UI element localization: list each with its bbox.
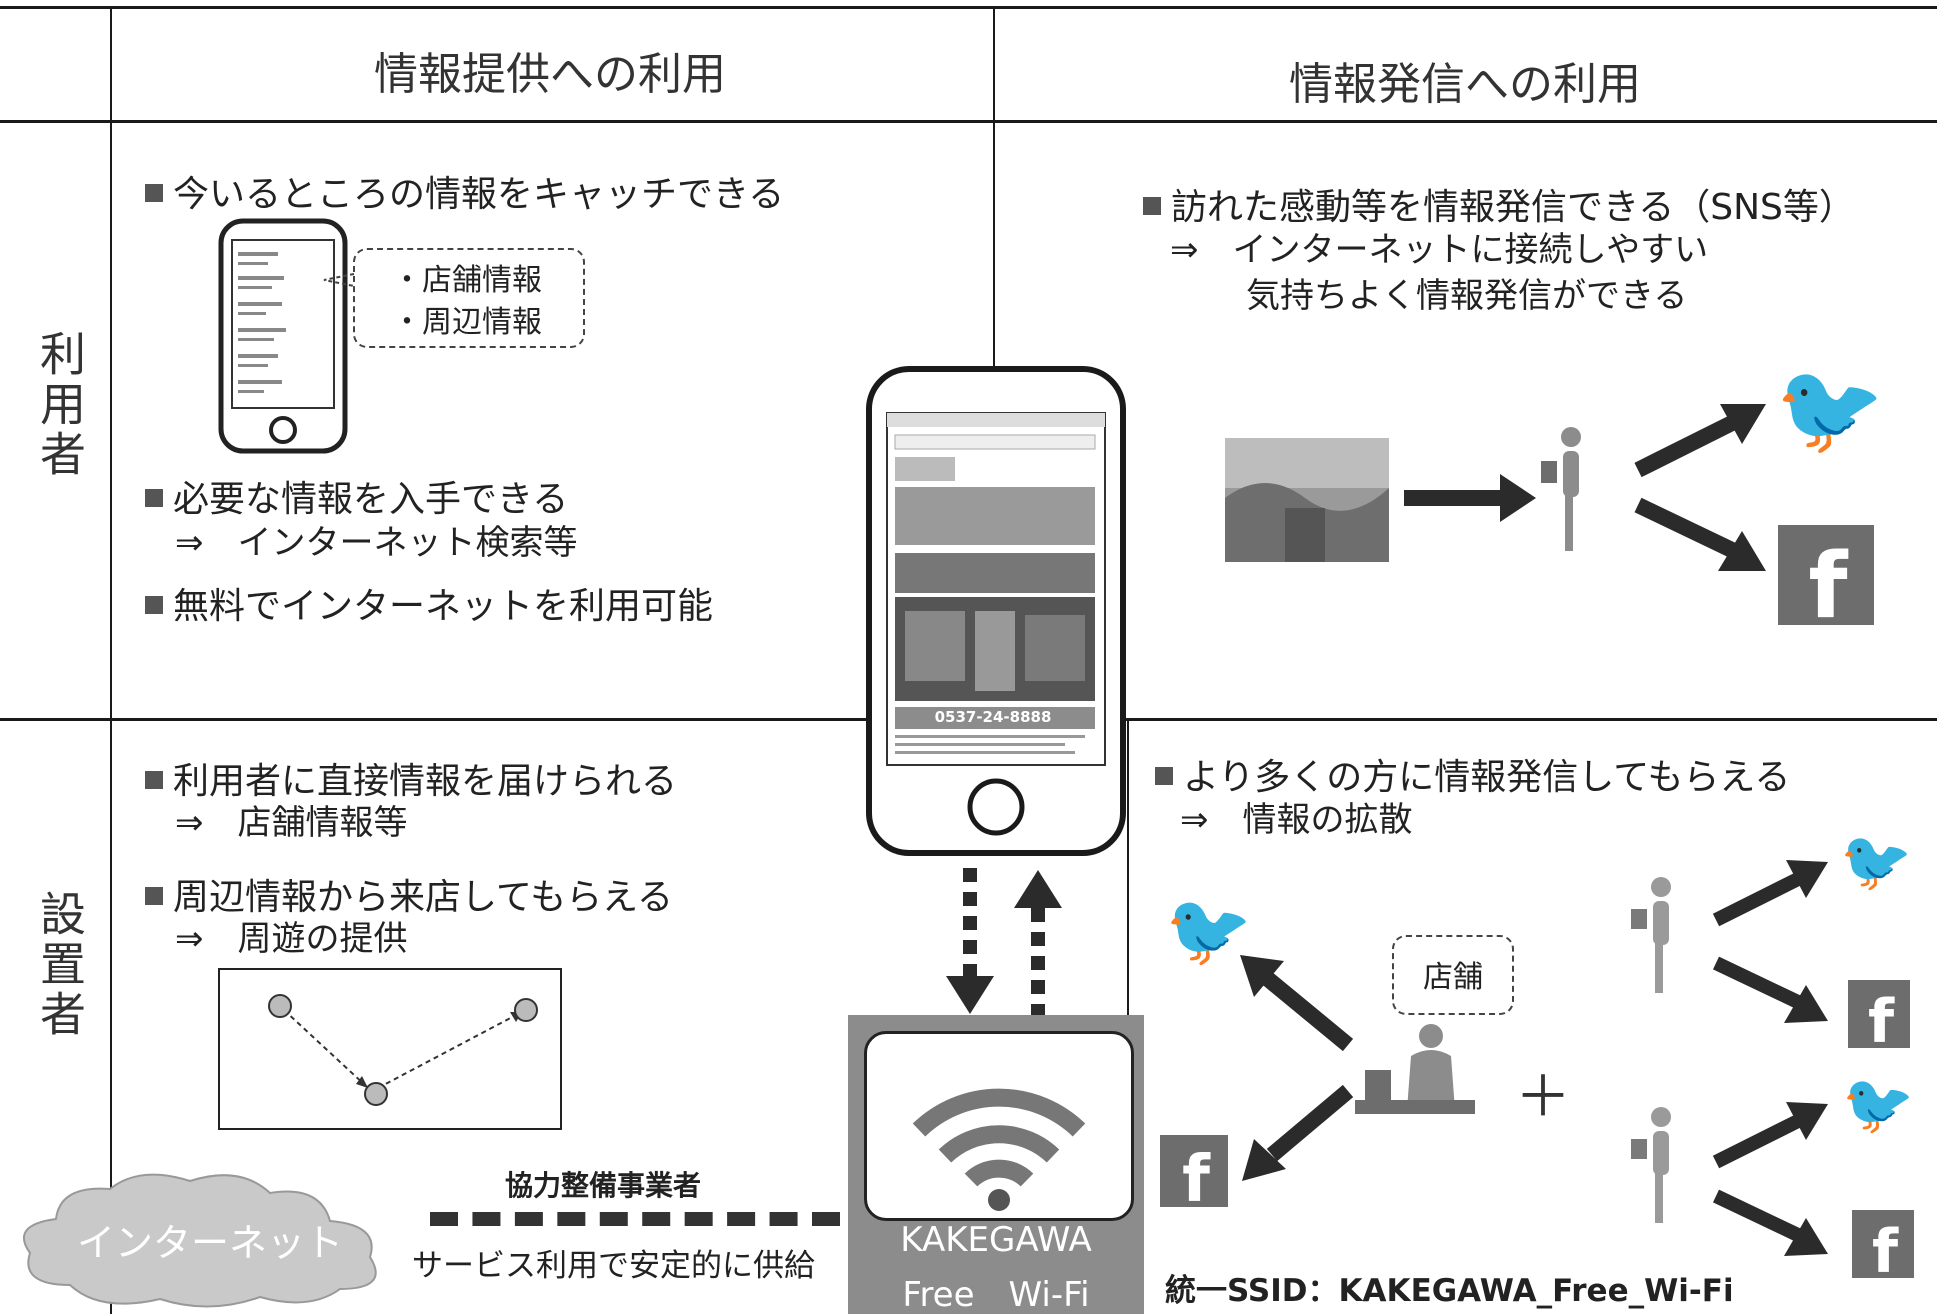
installer-send-item1: より多くの方に情報発信してもらえる <box>1155 748 1790 800</box>
wifi-icon <box>912 1088 1086 1211</box>
row-label-user-text: 利用者 <box>33 330 87 480</box>
arrow-user-to-facebook <box>1634 497 1766 571</box>
dashed-supply-line <box>430 1212 840 1226</box>
user-provide-item3: 無料でインターネットを利用可能 <box>145 577 713 629</box>
tour-route-diagram <box>218 968 562 1130</box>
user-provide-item2-text: 必要な情報を入手できる <box>173 479 569 520</box>
installer-send-item1-sub: ⇒ 情報の拡散 <box>1180 800 1413 840</box>
wifi-sign: KAKEGAWA Free Wi-Fi <box>848 1015 1144 1315</box>
arrow-visitor2-to-twitter <box>1712 1102 1828 1169</box>
user-send-item1-sub2: 気持ちよく情報発信ができる <box>1246 276 1688 316</box>
arrow-visitor1-to-twitter <box>1712 860 1828 927</box>
header-divider <box>0 120 1937 123</box>
column-divider <box>993 6 995 366</box>
user-send-item1: 訪れた感動等を情報発信できる（SNS等） <box>1143 178 1855 230</box>
installer-send-item1-text: より多くの方に情報発信してもらえる <box>1183 757 1791 798</box>
installer-provide-item2-sub: ⇒ 周遊の提供 <box>175 919 408 959</box>
row-label-installer-text: 設置者 <box>33 890 87 1040</box>
arrow-store-to-twitter <box>1240 955 1354 1052</box>
cloud-label: インターネット <box>76 1221 343 1265</box>
facebook-icon: f <box>1778 525 1874 625</box>
svg-text:f: f <box>1868 987 1895 1048</box>
visitor-icon-1 <box>1631 877 1671 993</box>
plus-sign: ＋ <box>1515 1065 1571 1130</box>
header-send: 情報発信への利用 <box>1289 59 1641 110</box>
scenery-photo <box>1225 438 1389 562</box>
info-bubble <box>353 248 585 348</box>
small-phone-illustration <box>218 218 348 454</box>
twitter-icon-visitor1: 🐦 <box>1840 827 1913 895</box>
bubble-line-store: ・店舗情報 <box>392 263 542 298</box>
wifi-panel <box>864 1031 1134 1221</box>
installer-provide-item1: 利用者に直接情報を届けられる <box>145 752 677 804</box>
internet-cloud <box>23 1173 377 1308</box>
installer-provide-item2-text: 周辺情報から来店してもらえる <box>173 877 674 918</box>
top-border <box>0 6 1937 9</box>
store-bubble <box>1392 935 1514 1015</box>
twitter-icon-store: 🐦 <box>1165 889 1253 971</box>
installer-provide-item1-sub: ⇒ 店舗情報等 <box>175 803 408 843</box>
main-phone-illustration <box>866 366 1126 856</box>
user-provide-item2-sub: ⇒ インターネット検索等 <box>175 523 578 563</box>
dashed-arrow-up <box>1014 870 1062 1016</box>
user-provide-item1-text: 今いるところの情報をキャッチできる <box>173 174 785 215</box>
twitter-icon-visitor2: 🐦 <box>1842 1070 1915 1138</box>
phone-screen-number: 0537-24-8888 <box>934 708 1052 726</box>
user-provide-item1: 今いるところの情報をキャッチできる <box>145 165 784 217</box>
supply-label: サービス利用で安定的に供給 <box>412 1248 815 1284</box>
header-provide: 情報提供への利用 <box>374 49 726 100</box>
svg-text:f: f <box>1872 1217 1899 1278</box>
label-column-divider <box>110 6 112 1314</box>
arrow-visitor2-to-facebook <box>1712 1189 1828 1256</box>
store-clerk-icon <box>1355 1024 1475 1114</box>
person-with-phone-icon <box>1541 427 1581 551</box>
facebook-icon-visitor2: f <box>1852 1210 1914 1278</box>
visitor-icon-2 <box>1631 1107 1671 1223</box>
facebook-icon-visitor1: f <box>1848 980 1910 1048</box>
dashed-arrow-down <box>946 868 994 1014</box>
wifi-label-line1: KAKEGAWA <box>900 1220 1092 1260</box>
arrow-visitor1-to-facebook <box>1712 956 1828 1023</box>
user-send-item1-sub1: ⇒ インターネットに接続しやすい <box>1170 230 1709 270</box>
row-label-installer: 設置者 <box>30 890 90 1053</box>
facebook-icon-store: f <box>1160 1135 1228 1207</box>
user-provide-item2: 必要な情報を入手できる <box>145 470 568 522</box>
svg-text:f: f <box>1182 1143 1211 1207</box>
arrow-user-to-twitter <box>1634 404 1766 478</box>
store-bubble-text: 店舗 <box>1423 960 1483 995</box>
bubble-line-area: ・周辺情報 <box>392 305 542 340</box>
user-send-item1-text: 訪れた感動等を情報発信できる（SNS等） <box>1171 187 1855 228</box>
arrow-photo-to-user <box>1404 474 1536 522</box>
svg-text:f: f <box>1808 534 1848 625</box>
arrow-store-to-facebook <box>1242 1085 1354 1181</box>
bubble-pointer <box>323 273 355 287</box>
partner-label: 協力整備事業者 <box>505 1169 702 1202</box>
installer-provide-item1-text: 利用者に直接情報を届けられる <box>173 761 678 802</box>
installer-provide-item2: 周辺情報から来店してもらえる <box>145 868 673 920</box>
user-provide-item3-text: 無料でインターネットを利用可能 <box>173 586 714 627</box>
twitter-icon: 🐦 <box>1775 357 1885 460</box>
ssid-label: 統一SSID：KAKEGAWA_Free_Wi-Fi <box>1165 1273 1734 1309</box>
row-label-user: 利用者 <box>30 330 90 493</box>
wifi-label-line2: Free Wi-Fi <box>902 1275 1090 1315</box>
